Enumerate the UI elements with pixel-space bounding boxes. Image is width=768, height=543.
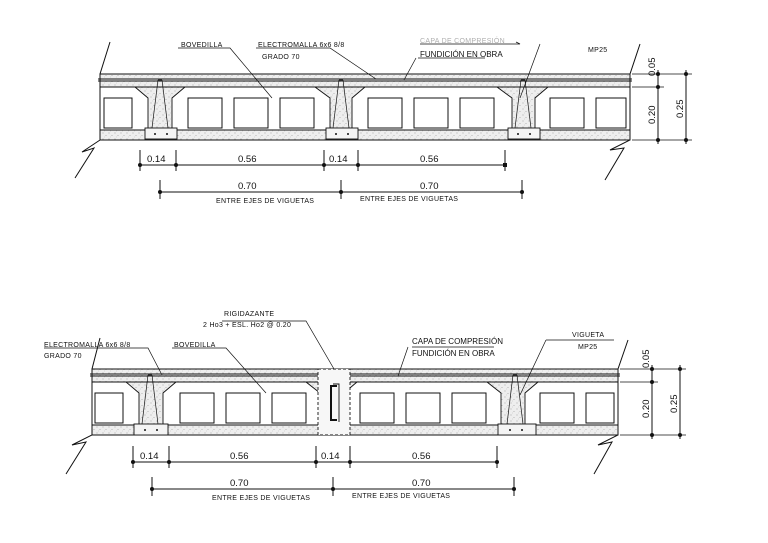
bottom-label-grado: GRADO 70 (44, 353, 82, 360)
bottom-cell (271, 392, 307, 424)
top-dim-label: 0.14 (329, 154, 348, 165)
top-cell (103, 97, 133, 129)
top-dim-label: 0.14 (147, 154, 166, 165)
top-label-grado: GRADO 70 (262, 54, 300, 61)
top-label-electromalla: ELECTROMALLA 6x6 8/8 (258, 42, 345, 49)
bottom-label-electromalla: ELECTROMALLA 6x6 8/8 (44, 342, 131, 349)
top-cell (595, 97, 627, 129)
top-dim-vertical-label: 0.25 (675, 100, 686, 119)
bottom-cell (539, 392, 575, 424)
bottom-dimension-vertical: 0.05 0.20 0.25 (620, 350, 686, 439)
top-cell (413, 97, 449, 129)
bottom-dim-label: 0.56 (412, 451, 431, 462)
top-dim-vertical-label: 0.20 (647, 106, 658, 125)
bottom-dim-label: 0.56 (230, 451, 249, 462)
bottom-dim-caption: ENTRE EJES DE VIGUETAS (352, 493, 450, 500)
bottom-slab-section: ELECTROMALLA 6x6 8/8 GRADO 70 BOVEDILLA … (44, 311, 686, 502)
top-dim-label: 0.56 (238, 154, 257, 165)
bottom-dimension-row-1: 0.14 0.56 0.14 0.56 (131, 446, 499, 468)
bottom-dim-label: 0.70 (412, 478, 431, 489)
top-dim-label: 0.56 (420, 154, 439, 165)
top-break-line-left (74, 41, 111, 179)
top-dim-label: 0.70 (238, 181, 257, 192)
top-cell (233, 97, 269, 129)
top-dimension-row-2: 0.70 0.70 ENTRE EJES DE VIGUETAS ENTRE E… (158, 180, 524, 205)
top-label-vigueta: MP25 (588, 47, 608, 54)
bottom-label-rigidizante-spec: 2 Ho3 + ESL. Ho2 @ 0.20 (203, 322, 291, 329)
bottom-joist (497, 374, 537, 436)
bottom-label-capa-compresion: CAPA DE COMPRESIÓN (412, 337, 503, 346)
bottom-dim-label: 0.14 (321, 451, 340, 462)
bottom-dim-label: 0.70 (230, 478, 249, 489)
top-cell (367, 97, 403, 129)
top-label-bovedilla: BOVEDILLA (181, 42, 223, 49)
top-slab-section: BOVEDILLA ELECTROMALLA 6x6 8/8 GRADO 70 … (74, 36, 692, 205)
bottom-cell (225, 392, 261, 424)
bottom-cell (585, 392, 615, 424)
bottom-dim-vertical-label: 0.05 (641, 350, 652, 369)
top-cell (549, 97, 585, 129)
top-dim-vertical-label: 0.05 (647, 58, 658, 77)
top-joist (325, 79, 359, 140)
bottom-cell (179, 392, 215, 424)
bottom-label-vigueta: VIGUETA (572, 332, 604, 339)
bottom-label-vigueta-code: MP25 (578, 344, 598, 351)
top-break-line-right (604, 43, 641, 181)
top-cell (279, 97, 315, 129)
bottom-joist (133, 374, 169, 436)
bottom-break-line-right (593, 339, 629, 475)
bottom-label-rigidizante: RIGIDAZANTE (224, 311, 274, 318)
bottom-dimension-row-2: 0.70 0.70 ENTRE EJES DE VIGUETAS ENTRE E… (150, 477, 516, 502)
bottom-dim-vertical-label: 0.20 (641, 400, 652, 419)
top-label-capa-compresion: CAPA DE COMPRESIÓN (420, 36, 505, 45)
top-dim-caption: ENTRE EJES DE VIGUETAS (360, 196, 458, 203)
top-cell (459, 97, 495, 129)
bottom-stiffener-rib (317, 368, 351, 436)
bottom-break-line-left (65, 337, 101, 475)
top-label-fundicion: FUNDICIÓN EN OBRA (420, 50, 503, 59)
top-dimension-vertical: 0.05 0.20 0.25 (632, 58, 692, 144)
top-cell (187, 97, 223, 129)
top-dim-label: 0.70 (420, 181, 439, 192)
bottom-cell (94, 392, 124, 424)
bottom-cell (405, 392, 441, 424)
bottom-dim-label: 0.14 (140, 451, 159, 462)
bottom-label-fundicion: FUNDICIÓN EN OBRA (412, 349, 495, 358)
top-joist (507, 79, 541, 140)
bottom-cell (359, 392, 395, 424)
top-dimension-row-1: 0.14 0.56 0.14 0.56 (138, 150, 507, 171)
top-joist (144, 79, 178, 140)
top-dim-caption: ENTRE EJES DE VIGUETAS (216, 198, 314, 205)
bottom-dim-caption: ENTRE EJES DE VIGUETAS (212, 495, 310, 502)
bottom-label-bovedilla: BOVEDILLA (174, 342, 216, 349)
bottom-cell (451, 392, 487, 424)
bottom-dim-vertical-label: 0.25 (669, 395, 680, 414)
